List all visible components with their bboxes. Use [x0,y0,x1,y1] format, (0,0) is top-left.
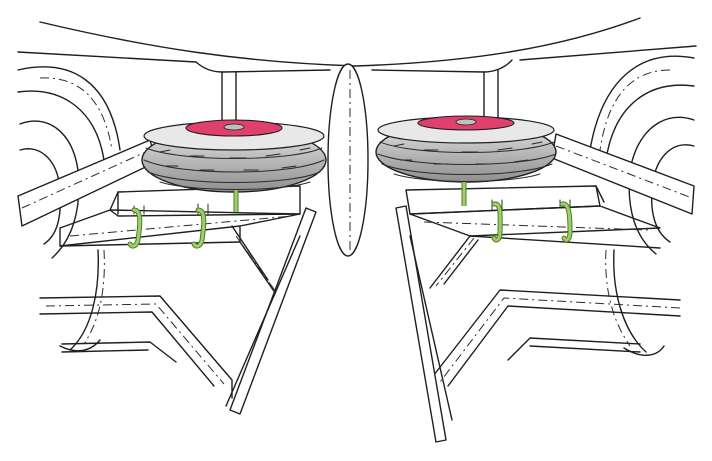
left-tire-straps [127,190,239,249]
right-tire-sidewall-marks [393,141,543,165]
vehicle-body [17,17,697,141]
left-center-beam [225,207,317,415]
right-bracket-assembly [405,185,661,289]
left-bracket-assembly [59,185,301,301]
left-lower-frame [39,295,233,399]
right-center-beam [395,205,453,443]
right-tire [375,115,557,183]
right-tire-straps [461,182,573,243]
left-tire-sidewall-marks [159,147,311,171]
center-disc [327,63,369,257]
left-rim [185,119,283,137]
left-tire [141,119,327,193]
right-rim [417,115,515,131]
right-lower-frame [429,289,681,401]
